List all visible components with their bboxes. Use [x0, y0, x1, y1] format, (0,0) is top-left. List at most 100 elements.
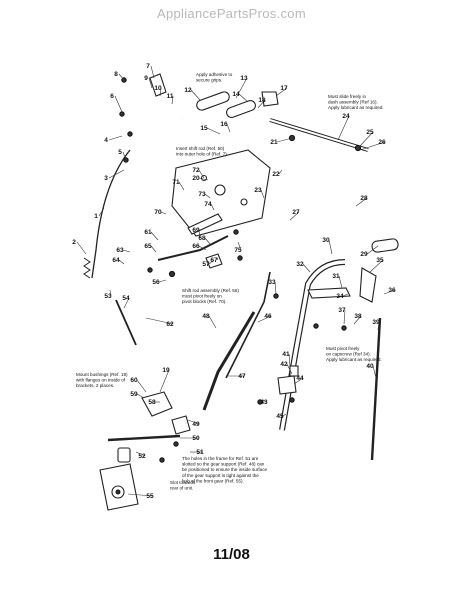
callout-25: 25 [366, 129, 374, 136]
callout-57: 57 [202, 261, 210, 268]
callout-37: 37 [338, 307, 346, 314]
callout-44: 44 [296, 375, 304, 382]
callout-69: 69 [192, 227, 200, 234]
leader-line-48 [208, 315, 217, 329]
callout-5: 5 [118, 149, 122, 156]
callout-29: 29 [360, 251, 368, 258]
callout-67: 67 [210, 257, 218, 264]
callout-54: 54 [122, 295, 130, 302]
callout-45: 45 [276, 413, 284, 420]
callout-63: 63 [116, 247, 124, 254]
lower-shift-rod [202, 311, 256, 411]
leader-line-19 [159, 369, 170, 393]
right-linkage-arm [307, 287, 351, 299]
callout-62: 62 [166, 321, 174, 328]
mount-bracket [141, 391, 173, 417]
callout-42: 42 [280, 361, 288, 368]
callout-51: 51 [196, 449, 204, 456]
leader-line-29 [366, 245, 379, 255]
callout-40: 40 [366, 363, 374, 370]
leader-line-37 [343, 309, 346, 325]
callout-14: 14 [232, 91, 240, 98]
leader-line-11 [171, 95, 174, 105]
callout-27: 27 [292, 209, 300, 216]
left-control-cable [91, 149, 131, 279]
callout-59: 59 [130, 391, 138, 398]
leader-line-54 [123, 297, 130, 309]
callout-16: 16 [220, 121, 228, 128]
callout-64: 64 [112, 257, 120, 264]
callout-26: 26 [378, 139, 386, 146]
leader-line-4 [108, 135, 123, 141]
right-handle-tube-core [280, 260, 346, 431]
leader-line-72 [198, 169, 205, 179]
leader-line-23 [260, 189, 265, 199]
leader-line-27 [289, 211, 300, 221]
leader-line-61 [150, 231, 159, 241]
callout-21: 21 [270, 139, 278, 146]
callout-10: 10 [154, 85, 162, 92]
leader-line-46 [257, 315, 272, 323]
leader-line-44 [293, 377, 304, 385]
leader-line-2 [76, 241, 87, 255]
callout-15: 15 [200, 125, 208, 132]
leader-line-60 [136, 379, 147, 393]
leader-line-28 [355, 197, 368, 207]
callout-41: 41 [282, 351, 290, 358]
callout-60: 60 [130, 377, 138, 384]
callout-17: 17 [280, 85, 288, 92]
lower-vertical-rod [370, 317, 382, 461]
leader-line-31 [338, 275, 343, 289]
leader-line-65 [150, 245, 157, 253]
leader-line-68 [204, 237, 211, 245]
callout-52: 52 [138, 453, 146, 460]
leader-line-12 [190, 89, 201, 101]
callout-70: 70 [154, 209, 162, 216]
callout-34: 34 [336, 293, 344, 300]
shift-rod [157, 235, 229, 261]
callout-38: 38 [354, 313, 362, 320]
leader-line-17 [275, 87, 288, 97]
callout-61: 61 [144, 229, 152, 236]
callout-72: 72 [192, 167, 200, 174]
upper-lever-bracket [149, 73, 167, 97]
leader-line-36 [383, 289, 396, 295]
leader-line-62 [145, 317, 174, 325]
leader-line-8 [118, 73, 125, 81]
leader-line-40 [372, 365, 377, 379]
gear-support-rod [225, 271, 271, 379]
leader-line-24 [337, 115, 350, 141]
leader-line-71 [178, 181, 185, 191]
leader-line-26 [359, 141, 386, 151]
leader-line-63 [122, 249, 131, 253]
leader-line-66 [198, 245, 207, 251]
callout-31: 31 [332, 273, 340, 280]
leader-line-35 [369, 259, 384, 273]
shift-lever [187, 213, 223, 235]
leader-line-57 [208, 259, 215, 265]
note-shift-insert: Insert shift rod (Ref. 50)into outer hol… [176, 146, 228, 157]
leader-line-69 [198, 229, 201, 239]
leader-line-39 [377, 321, 380, 331]
leader-line-49 [187, 419, 200, 425]
leader-line-13 [235, 77, 248, 99]
leader-line-14 [238, 93, 249, 103]
leader-line-42 [286, 363, 293, 375]
callout-49: 49 [192, 421, 200, 428]
callout-7: 7 [146, 63, 150, 70]
callout-58: 58 [148, 399, 156, 406]
leader-line-53 [109, 289, 112, 297]
leader-line-55 [127, 493, 154, 497]
note-shift-assy: Shift rod assembly (Ref. 56)must pivot f… [182, 288, 239, 304]
callout-36: 36 [388, 287, 396, 294]
callout-13: 13 [240, 75, 248, 82]
callout-22: 22 [272, 171, 280, 178]
callout-20: 20 [192, 175, 200, 182]
fasteners [119, 77, 362, 463]
crank-grip [371, 238, 399, 253]
callout-24: 24 [342, 113, 350, 120]
callout-32: 32 [296, 261, 304, 268]
